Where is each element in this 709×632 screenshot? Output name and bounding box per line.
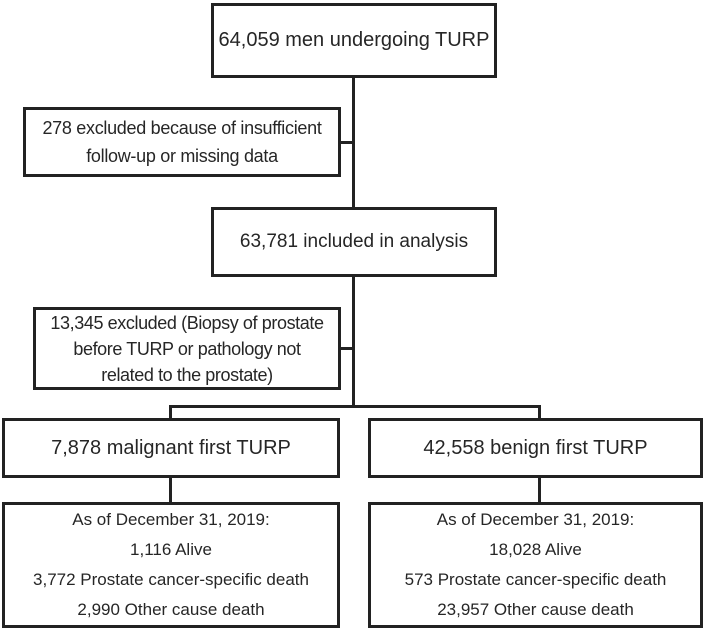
box-benign-outcomes: As of December 31, 2019: 18,028 Alive 57…	[368, 502, 703, 628]
box-malignant-first-turp: 7,878 malignant first TURP	[2, 418, 340, 478]
box-total-cohort: 64,059 men undergoing TURP	[211, 3, 497, 78]
box-malignant-outcomes: As of December 31, 2019: 1,116 Alive 3,7…	[2, 502, 340, 628]
connector-drop-malignant	[169, 405, 172, 418]
malignant-outcome-line: 3,772 Prostate cancer-specific death	[33, 570, 309, 589]
connector-excluded-insufficient	[341, 141, 352, 144]
connector-malignant-to-outcome	[169, 478, 172, 502]
malignant-outcome-line: As of December 31, 2019:	[72, 510, 270, 529]
included-text: 63,781 included in analysis	[239, 231, 469, 252]
connector-drop-benign	[538, 405, 541, 418]
box-excluded-insufficient-followup: 278 excluded because of insufficient fol…	[23, 107, 341, 177]
benign-outcome-line: 18,028 Alive	[489, 540, 582, 559]
malignant-outcome-line: 1,116 Alive	[130, 540, 212, 559]
total-cohort-text: 64,059 men undergoing TURP	[218, 29, 490, 51]
connector-included-to-branch	[352, 277, 355, 408]
connector-benign-to-outcome	[538, 478, 541, 502]
box-excluded-biopsy-pathology: 13,345 excluded (Biopsy of prostate befo…	[33, 307, 341, 390]
connector-total-to-included	[352, 78, 355, 207]
excluded-insufficient-line: 278 excluded because of insufficient	[42, 118, 322, 138]
malignant-text: 7,878 malignant first TURP	[51, 436, 291, 459]
excluded-insufficient-line: follow-up or missing data	[86, 146, 278, 166]
benign-outcome-line: 23,957 Other cause death	[437, 600, 634, 619]
excluded-biopsy-line: related to the prostate)	[101, 364, 273, 385]
connector-excluded-biopsy	[341, 347, 352, 350]
benign-text: 42,558 benign first TURP	[423, 436, 648, 459]
malignant-outcome-line: 2,990 Other cause death	[77, 600, 265, 619]
benign-outcome-line: As of December 31, 2019:	[436, 510, 635, 529]
box-included-in-analysis: 63,781 included in analysis	[211, 207, 497, 277]
excluded-biopsy-line: before TURP or pathology not	[73, 338, 301, 359]
connector-branch-horizontal	[169, 405, 541, 408]
excluded-biopsy-line: 13,345 excluded (Biopsy of prostate	[50, 312, 324, 333]
box-benign-first-turp: 42,558 benign first TURP	[368, 418, 703, 478]
benign-outcome-line: 573 Prostate cancer-specific death	[404, 570, 667, 589]
